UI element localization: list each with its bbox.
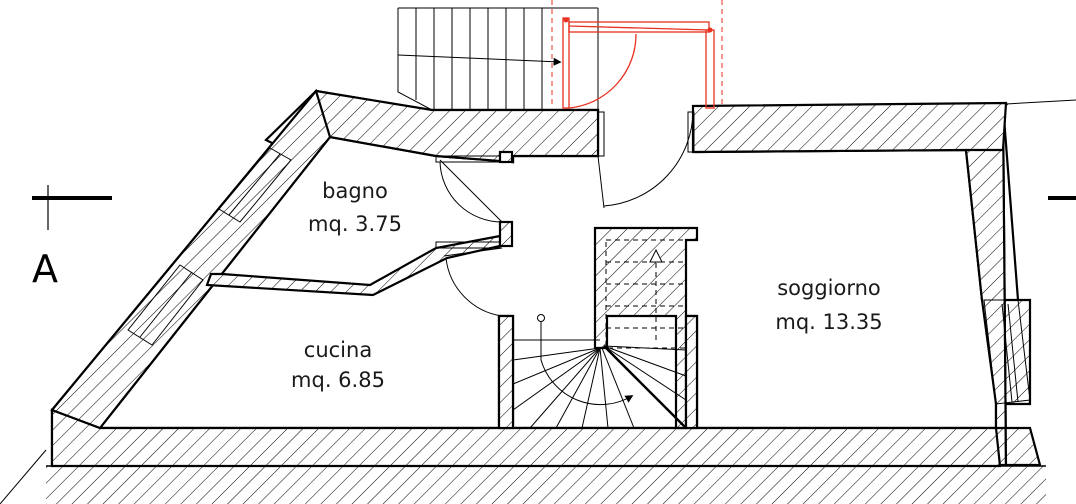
site-lines	[0, 99, 1076, 504]
external-stair	[397, 7, 599, 111]
room-name-bagno: bagno	[322, 179, 388, 203]
room-labels: bagno mq. 3.75 cucina mq. 6.85 soggiorno…	[291, 179, 883, 392]
left-windows	[127, 147, 292, 346]
exterior-walls	[50, 88, 1042, 468]
stair-upper-flight	[605, 239, 687, 349]
red-new-elements	[551, 0, 723, 109]
right-window	[983, 299, 1031, 405]
room-name-soggiorno: soggiorno	[777, 276, 881, 300]
corridor-stubs	[435, 150, 514, 249]
doors	[439, 109, 695, 317]
room-area-soggiorno: mq. 13.35	[775, 310, 882, 334]
room-name-cucina: cucina	[304, 338, 372, 362]
room-area-cucina: mq. 6.85	[291, 368, 385, 392]
stair-walls	[497, 226, 699, 430]
section-marker: A	[32, 185, 1076, 291]
spiral-stair	[512, 314, 687, 429]
section-label: A	[32, 247, 58, 291]
ground-strip	[46, 465, 1046, 504]
room-area-bagno: mq. 3.75	[308, 212, 402, 236]
